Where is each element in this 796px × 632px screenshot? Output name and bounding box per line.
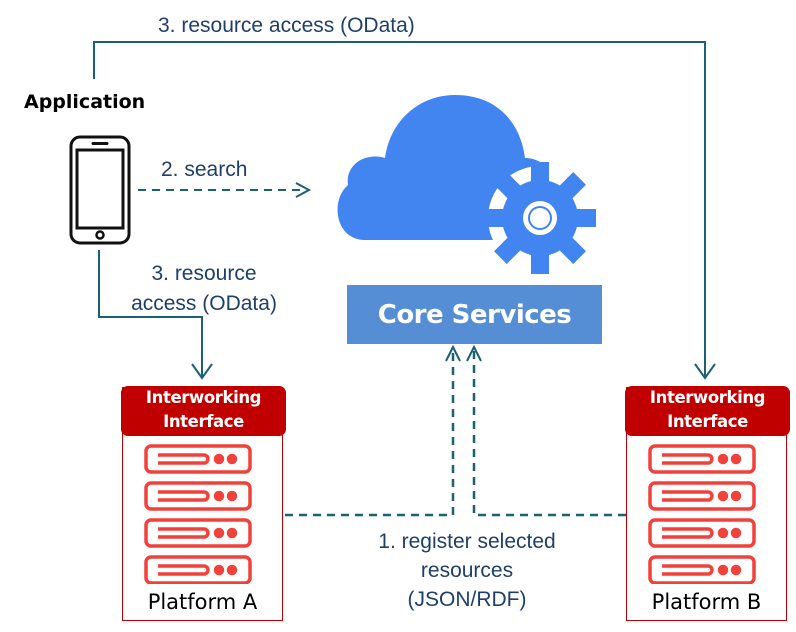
edge-left-access-line xyxy=(98,250,203,376)
cloud-gear-icon xyxy=(337,95,596,274)
edge-search-label: 2. search xyxy=(161,158,248,181)
edge-left-access-arrowhead xyxy=(191,363,213,380)
edge-top-access-line xyxy=(93,41,706,376)
interface-label-line1: Interworking xyxy=(649,388,766,407)
edge-register-label: 1. register selected resources (JSON/RDF… xyxy=(327,527,607,614)
edge-top-access-label: 3. resource access (OData) xyxy=(158,14,415,37)
edge-register-b-line xyxy=(472,350,626,517)
edge-register-label-line1: 1. register selected xyxy=(378,530,556,553)
interface-label-line1: Interworking xyxy=(145,388,262,407)
server-rack-icon xyxy=(648,444,756,584)
edge-register-a-line xyxy=(285,350,455,517)
edge-top-access-arrowhead xyxy=(694,363,716,380)
interworking-interface-a: Interworking Interface xyxy=(121,386,286,436)
edge-search-arrowhead xyxy=(295,182,312,198)
platform-a: Interworking Interface Platform A xyxy=(121,386,286,621)
interface-label-line2: Interface xyxy=(163,412,244,431)
interface-label-line2: Interface xyxy=(667,412,748,431)
edge-register-label-line2: resources xyxy=(420,559,514,582)
edge-left-access-label: 3. resource access (OData) xyxy=(104,262,304,316)
smartphone-icon xyxy=(69,135,131,245)
core-services-box: Core Services xyxy=(347,285,602,344)
platform-b-name: Platform B xyxy=(651,590,762,614)
interworking-interface-b: Interworking Interface xyxy=(625,386,790,436)
server-rack-icon xyxy=(144,444,252,584)
platform-b: Interworking Interface Platform B xyxy=(625,386,790,621)
edge-left-access-label-line2: access (OData) xyxy=(131,292,277,315)
application-title: Application xyxy=(24,91,146,113)
edge-left-access-label-line1: 3. resource xyxy=(151,262,257,285)
platform-a-name: Platform A xyxy=(147,590,258,614)
edge-register-label-line3: (JSON/RDF) xyxy=(407,588,527,611)
edge-register-a-arrowhead xyxy=(445,344,461,362)
edge-register-b-arrowhead xyxy=(466,344,482,362)
